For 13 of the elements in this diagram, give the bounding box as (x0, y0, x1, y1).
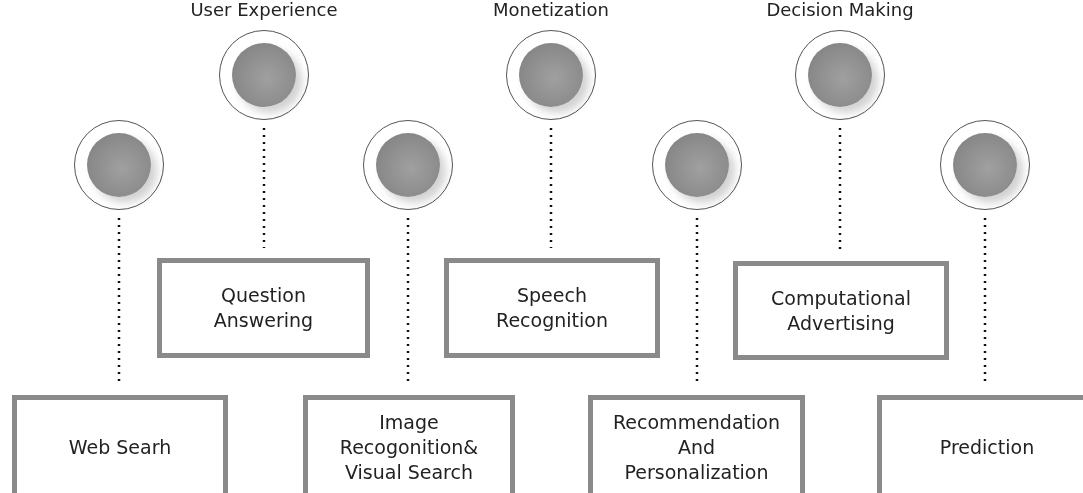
process-box: Prediction (877, 395, 1083, 493)
process-box: Recommendation And Personalization (588, 395, 805, 493)
category-heading: User Experience (190, 0, 338, 20)
dotted-line (549, 128, 553, 248)
category-heading: Decision Making (766, 0, 914, 20)
dotted-line (262, 128, 266, 248)
category-heading: Monetization (493, 0, 610, 20)
process-box: Question Answering (157, 258, 370, 358)
process-box: Image Recogonition& Visual Search (303, 395, 515, 493)
dotted-line (838, 128, 842, 251)
process-box: Web Searh (12, 395, 228, 493)
process-box: Speech Recognition (444, 258, 660, 358)
process-box: Computational Advertising (733, 261, 949, 360)
